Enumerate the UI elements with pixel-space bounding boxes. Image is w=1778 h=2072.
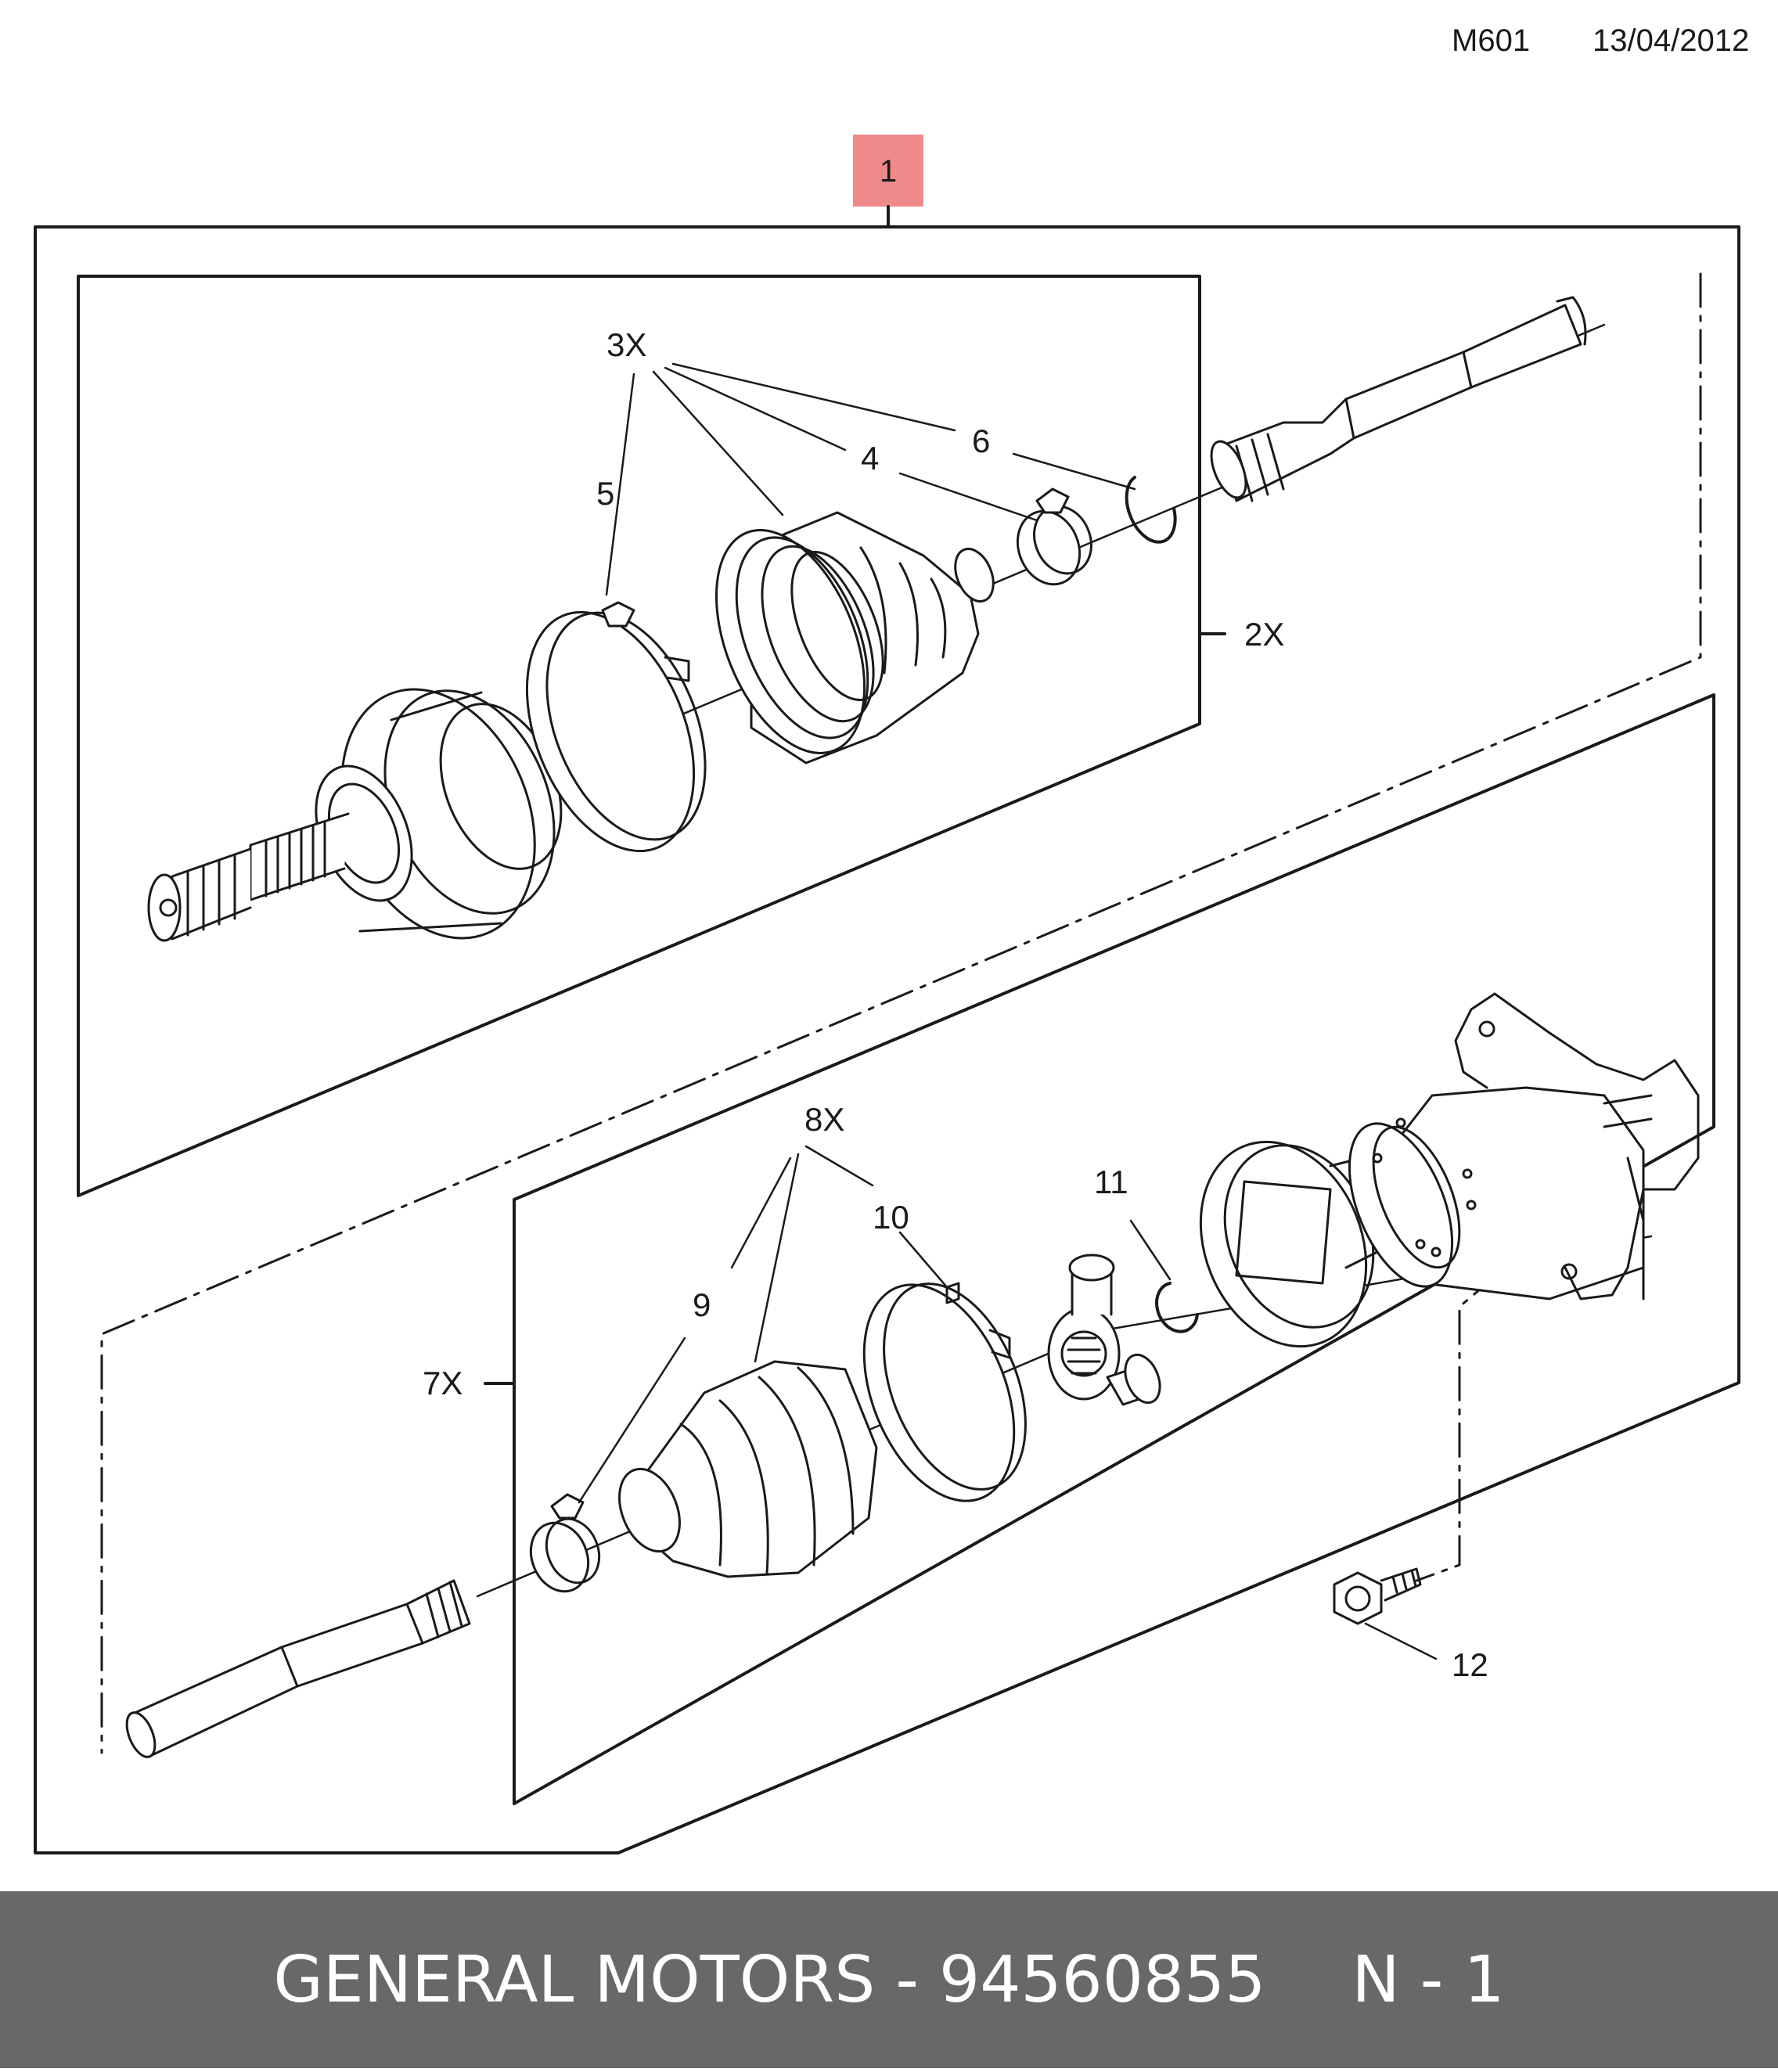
- callout-10: 10: [873, 1199, 909, 1236]
- callout-7x: 7X: [423, 1365, 462, 1401]
- callout-8x: 8X: [804, 1101, 844, 1138]
- callout-12: 12: [1452, 1646, 1488, 1683]
- inner-joint-kit-frame: [513, 693, 1715, 1805]
- shaft-phantom-outline: [100, 272, 1702, 1754]
- small-boot-clamp[interactable]: [1007, 487, 1101, 594]
- callout-1: 1: [880, 154, 897, 189]
- callout-2x: 2X: [1244, 616, 1284, 653]
- footer-page: N - 1: [1351, 1942, 1505, 2017]
- footer-banner: GENERAL MOTORS - 94560855 N - 1: [0, 1891, 1778, 2068]
- outer-cv-boot[interactable]: [687, 509, 1001, 775]
- snap-ring[interactable]: [1125, 476, 1177, 544]
- callout-6: 6: [972, 423, 990, 459]
- lower-shaft: [125, 1579, 471, 1758]
- outer-cv-joint[interactable]: [147, 660, 585, 967]
- outer-joint-kit-frame: [77, 275, 1201, 1197]
- callout-1-box[interactable]: [853, 135, 923, 207]
- large-boot-clamp[interactable]: [495, 588, 736, 876]
- flange-housing[interactable]: [1329, 992, 1700, 1301]
- lower-snap-ring[interactable]: [1155, 1282, 1199, 1333]
- inner-cv-boot[interactable]: [608, 1360, 878, 1578]
- diagram-code: M601: [1452, 23, 1531, 58]
- callout-11: 11: [1094, 1164, 1128, 1200]
- footer-brand-part: GENERAL MOTORS - 94560855: [273, 1942, 1266, 2017]
- assembly-frame: [34, 225, 1740, 1854]
- diagram-date: 13/04/2012: [1593, 23, 1750, 58]
- lower-large-boot-clamp[interactable]: [835, 1263, 1053, 1523]
- callout-9: 9: [693, 1286, 711, 1323]
- callout-5: 5: [596, 475, 614, 512]
- upper-shaft: [1210, 296, 1587, 502]
- callout-3x: 3X: [606, 326, 646, 363]
- tripod-spider[interactable]: [1047, 1254, 1167, 1408]
- flange-bolt[interactable]: [1333, 1567, 1422, 1625]
- lower-small-boot-clamp[interactable]: [521, 1493, 609, 1600]
- leader-lines: [578, 362, 1438, 1660]
- callout-4: 4: [861, 440, 879, 477]
